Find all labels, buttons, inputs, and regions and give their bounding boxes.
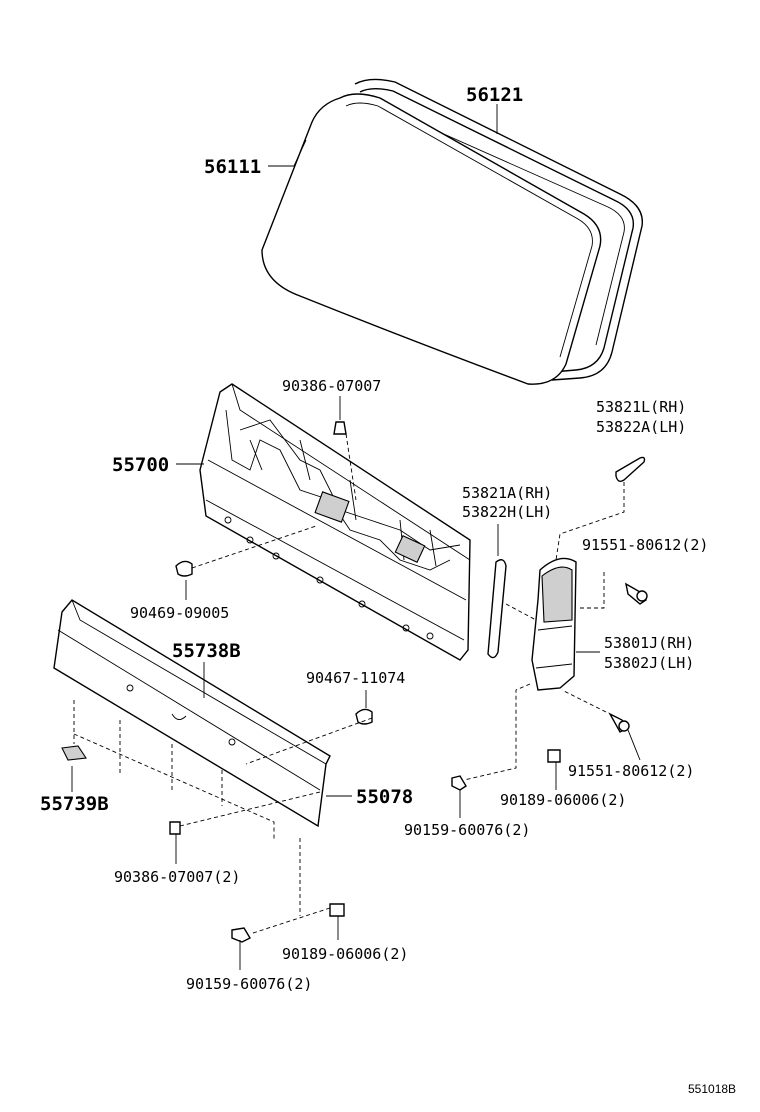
label-53802J: 53802J(LH): [604, 654, 694, 672]
label-55700: 55700: [112, 454, 169, 476]
label-55738B: 55738B: [172, 640, 241, 662]
label-90386-07007: 90386-07007: [282, 377, 381, 395]
fastener-90386-bottom: [169, 821, 181, 835]
label-53821L: 53821L(RH): [596, 398, 686, 416]
label-90469: 90469-09005: [130, 604, 229, 622]
part-55739B: [61, 745, 87, 761]
clip-90469: [175, 560, 193, 577]
screw-90159-a: [451, 775, 467, 791]
label-55078: 55078: [356, 786, 413, 808]
nut-90189-b: [329, 903, 345, 917]
label-53801J: 53801J(RH): [604, 634, 694, 652]
seal-53821A: [487, 559, 507, 659]
label-91551-a: 91551-80612(2): [582, 536, 708, 554]
label-90189-a: 90189-06006(2): [500, 791, 626, 809]
label-90159-a: 90159-60076(2): [404, 821, 530, 839]
weatherstrip-56121: [354, 78, 644, 381]
label-90159-b: 90159-60076(2): [186, 975, 312, 993]
leader-lines: [71, 104, 641, 970]
windshield-glass-56111: [261, 93, 602, 385]
label-53822H: 53822H(LH): [462, 503, 552, 521]
label-90467: 90467-11074: [306, 669, 405, 687]
cowl-panel-55700: [199, 383, 471, 661]
screw-90159-b: [231, 927, 251, 943]
screw-91551-a: [625, 582, 648, 605]
label-56121: 56121: [466, 84, 523, 106]
fastener-90386-top: [333, 421, 347, 435]
label-90189-b: 90189-06006(2): [282, 945, 408, 963]
nut-90189-a: [547, 749, 561, 763]
part-53821L: [615, 456, 646, 483]
label-55739B: 55739B: [40, 793, 109, 815]
label-91551-b: 91551-80612(2): [568, 762, 694, 780]
screw-91551-b: [608, 712, 630, 733]
diagram-code: 551018B: [688, 1082, 736, 1096]
louver-55738B: [53, 599, 331, 828]
label-53821A: 53821A(RH): [462, 484, 552, 502]
label-53822A: 53822A(LH): [596, 418, 686, 436]
label-56111: 56111: [204, 156, 261, 178]
label-90386-bottom: 90386-07007(2): [114, 868, 240, 886]
assembly-lines: [73, 433, 625, 935]
bracket-53801J: [531, 557, 577, 691]
clip-90467: [355, 708, 373, 725]
